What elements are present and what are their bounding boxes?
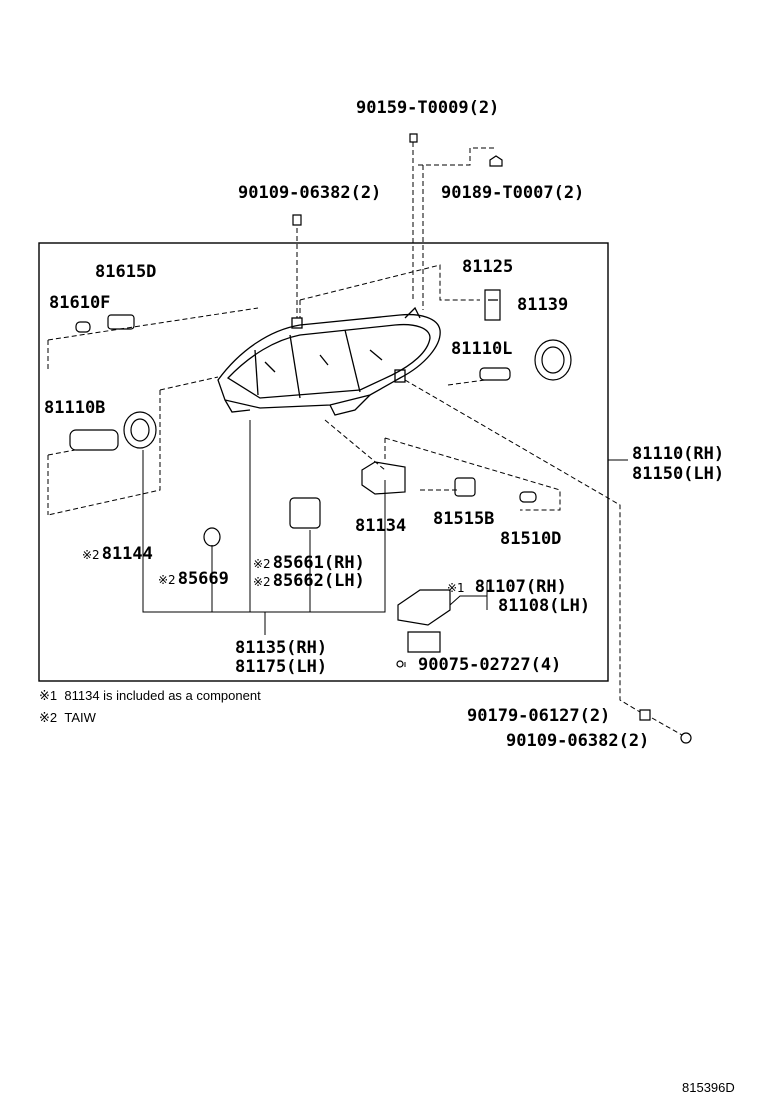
harness-81125: [484, 289, 501, 321]
label-90109-top: 90109-06382(2): [238, 183, 382, 203]
bulb-81610f: [75, 321, 91, 333]
label-81510d: 81510D: [500, 529, 562, 549]
cover-81139: [534, 339, 572, 381]
gasket-81134: [361, 461, 406, 495]
assembly-frame: [38, 242, 609, 682]
footnote-2: ※2 TAIW: [39, 710, 96, 725]
bulb-81510d: [519, 491, 537, 503]
diagram-code: 815396D: [682, 1080, 735, 1095]
bulb-81110l: [479, 367, 511, 381]
label-81110l: 81110L: [451, 339, 513, 359]
label-81135rh: 81135(RH): [235, 638, 328, 658]
bolt-icons: [292, 133, 692, 744]
label-90159: 90159-T0009(2): [356, 98, 500, 118]
label-90189: 90189-T0007(2): [441, 183, 585, 203]
label-81110b: 81110B: [44, 398, 106, 418]
label-81150lh: 81150(LH): [632, 464, 725, 484]
label-81610f: 81610F: [49, 293, 111, 313]
cover-81144: [123, 411, 157, 449]
ring-85669: [203, 527, 221, 547]
socket-81515b: [454, 477, 476, 497]
label-81125: 81125: [462, 257, 514, 277]
label-81515b: 81515B: [433, 509, 495, 529]
actuator-85661: [289, 497, 321, 529]
footnote-1: ※1 81134 is included as a component: [39, 688, 261, 703]
label-81615d: 81615D: [95, 262, 157, 282]
label-81108lh: 81108(LH): [498, 596, 591, 616]
bulb-81110b: [69, 429, 119, 451]
label-81139: 81139: [517, 295, 569, 315]
label-90109-bottom: 90109-06382(2): [506, 731, 650, 751]
socket-81615d: [107, 314, 135, 330]
label-81110rh: 81110(RH): [632, 444, 725, 464]
headlamp-housing: [217, 306, 441, 416]
label-90075: 90075-02727(4): [418, 655, 562, 675]
label-81134: 81134: [355, 516, 407, 536]
label-81175lh: 81175(LH): [235, 657, 328, 677]
label-90179: 90179-06127(2): [467, 706, 611, 726]
ballast-81107: [397, 589, 451, 626]
